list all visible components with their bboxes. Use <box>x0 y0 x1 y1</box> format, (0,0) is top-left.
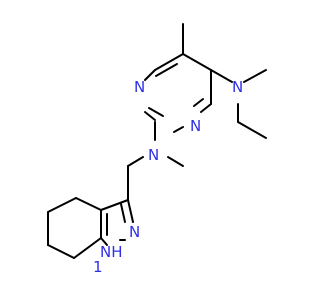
bond <box>167 156 184 167</box>
bond <box>243 69 267 83</box>
bond <box>200 103 212 113</box>
bond <box>155 63 178 77</box>
atom-label-nh-position: 1 <box>93 258 103 276</box>
bond <box>100 199 129 211</box>
atom-label-n-pyrimidine-top: N <box>134 78 145 96</box>
bond <box>47 244 75 259</box>
bond <box>173 126 184 133</box>
bond <box>127 199 134 223</box>
bond <box>237 121 267 139</box>
atom-label-n-indazole: N <box>129 223 140 241</box>
atom-label-n-dimethylamino: N <box>232 78 243 96</box>
atom-label-n-methylamino: N <box>148 146 159 164</box>
bond <box>154 53 184 71</box>
bond <box>73 237 102 259</box>
bond <box>182 53 212 71</box>
bond <box>100 237 108 246</box>
atom-label-nh-indazole: NH <box>100 243 123 261</box>
bond <box>75 197 102 211</box>
bond <box>47 197 77 213</box>
bond <box>193 98 204 107</box>
bond <box>144 111 156 121</box>
bond <box>120 203 126 223</box>
bond <box>148 107 164 117</box>
atom-labels: N N N N N NH 1 <box>93 78 243 276</box>
bonds <box>47 23 267 259</box>
bond <box>210 69 233 83</box>
bond <box>144 69 156 81</box>
molecule-structure: N N N N N NH 1 <box>47 23 267 276</box>
atom-label-n-pyrimidine-bottom: N <box>190 117 201 135</box>
bond <box>127 156 144 167</box>
